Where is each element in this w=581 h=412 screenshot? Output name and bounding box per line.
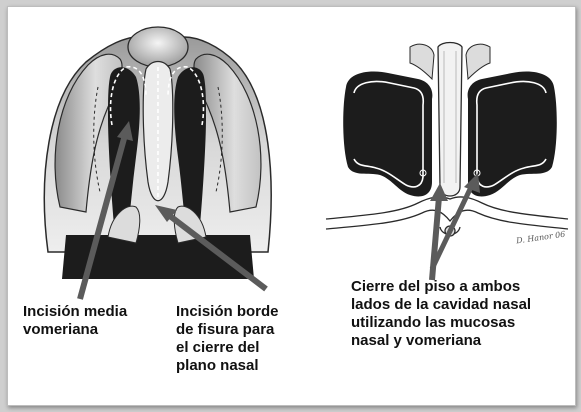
caption-medial-vomerine-incision: Incisión media vomeriana bbox=[23, 303, 173, 339]
nasal-floor-closure bbox=[326, 197, 568, 236]
caption-fissure-border-incision: Incisión borde de fisura para el cierre … bbox=[176, 303, 326, 375]
caption-nasal-floor-closure: Cierre del piso a ambos lados de la cavi… bbox=[351, 278, 571, 350]
medical-figure: D. Hanor 06 Incisión media vomeriana Inc… bbox=[7, 6, 576, 406]
nasal-septum bbox=[438, 43, 462, 197]
